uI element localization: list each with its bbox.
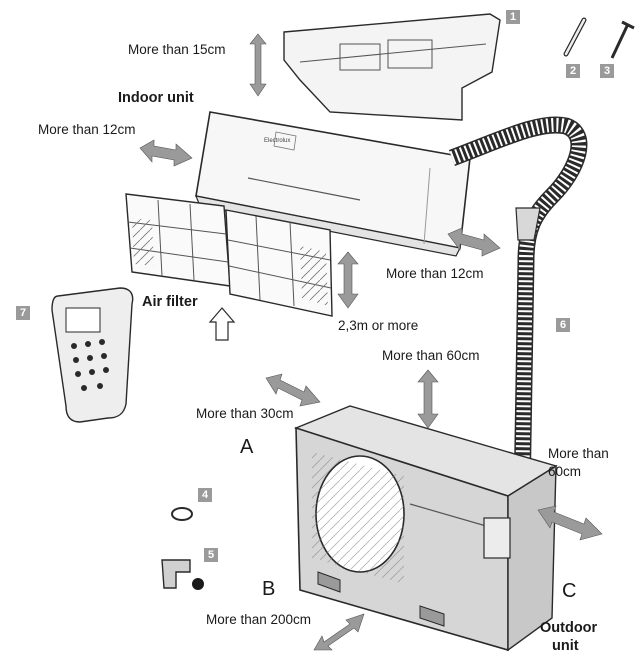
brand-logo: Electrolux — [264, 138, 291, 144]
height-arrow — [337, 251, 359, 309]
clearance-arrow-right — [447, 227, 501, 257]
clearance-arrow-outdoor-left — [265, 373, 321, 407]
seal-ring-icon — [171, 507, 193, 521]
clearance-arrow-top — [249, 33, 267, 97]
side-a-label: A — [240, 436, 254, 458]
clearance-right-outdoor-label-1: More than — [548, 446, 609, 461]
clearance-arrow-left — [139, 139, 193, 167]
clearance-rear-label: More than 200cm — [206, 612, 312, 627]
nail-icon — [610, 20, 635, 59]
air-filter — [125, 193, 333, 317]
clearance-top-label: More than 15cm — [128, 42, 226, 57]
clearance-front-outdoor-label: More than 60cm — [382, 348, 480, 363]
side-b-label: B — [262, 578, 276, 600]
up-arrow-icon — [208, 307, 236, 341]
indoor-unit-label: Indoor unit — [118, 90, 194, 106]
piping — [449, 116, 588, 501]
side-c-label: C — [562, 580, 577, 602]
remote-control — [51, 287, 134, 423]
part-tag-1: 1 — [506, 10, 520, 24]
drain-elbow-icon — [161, 559, 204, 590]
outdoor-unit-label-2: unit — [552, 638, 579, 654]
air-filter-label: Air filter — [142, 294, 198, 310]
clearance-right-label: More than 12cm — [386, 266, 484, 281]
clearance-right-outdoor-label-2: 60cm — [548, 464, 582, 479]
clearance-left-label: More than 12cm — [38, 122, 136, 137]
part-tag-3: 3 — [600, 64, 614, 78]
height-label: 2,3m or more — [338, 318, 419, 333]
part-tag-6: 6 — [556, 318, 570, 332]
part-tag-2: 2 — [566, 64, 580, 78]
part-tag-5: 5 — [204, 548, 218, 562]
clearance-arrow-front — [417, 369, 439, 429]
outdoor-unit — [293, 405, 558, 652]
mounting-plate — [283, 13, 501, 121]
screw-icon — [563, 17, 587, 57]
outdoor-unit-label-1: Outdoor — [540, 620, 598, 636]
clearance-left-outdoor-label: More than 30cm — [196, 406, 294, 421]
clearance-arrow-outdoor-right — [537, 505, 603, 541]
part-tag-4: 4 — [198, 488, 212, 502]
part-tag-7: 7 — [16, 306, 30, 320]
clearance-arrow-rear — [313, 613, 365, 651]
